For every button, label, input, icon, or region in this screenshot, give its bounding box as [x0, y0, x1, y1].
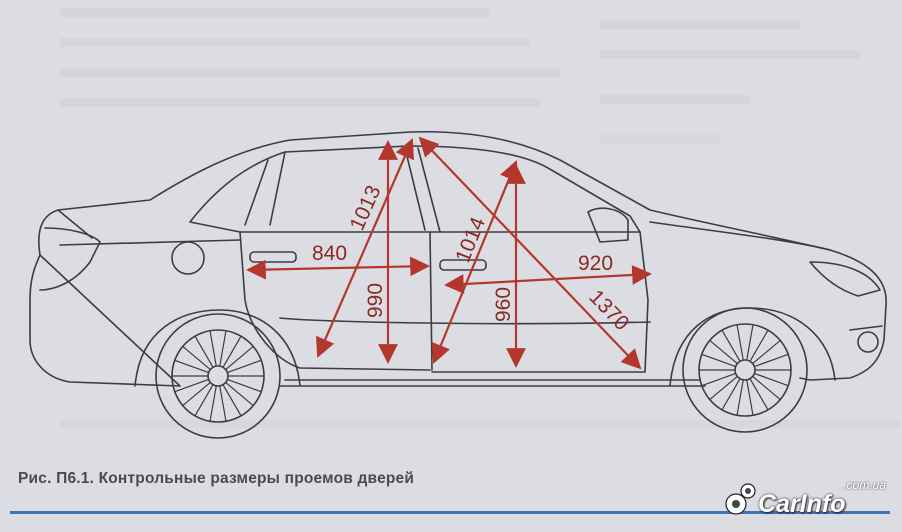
wheel-spoke — [752, 339, 781, 365]
caption-rule — [10, 511, 890, 514]
trunk-lid — [57, 209, 93, 239]
dim-label-960: 960 — [492, 287, 515, 322]
wheel-spoke — [174, 359, 209, 374]
wheel-spoke — [754, 372, 789, 387]
dim-label-840: 840 — [312, 242, 347, 265]
wheel-spoke — [749, 329, 769, 362]
fog-light — [857, 331, 879, 353]
wheel-spoke — [746, 379, 754, 416]
wheel-spoke — [701, 372, 736, 387]
gear-icon — [725, 483, 756, 515]
figure-caption: Рис. П6.1. Контрольные размеры проемов д… — [18, 470, 415, 487]
headlight — [809, 261, 881, 297]
tail-light — [39, 227, 101, 291]
watermark: .com.ua CarInfo — [718, 478, 898, 524]
dim-line-840 — [246, 256, 430, 280]
c-pillar — [244, 159, 269, 226]
wheel-spoke — [227, 359, 262, 374]
wheel-spoke — [225, 345, 254, 371]
wheel-spoke — [219, 330, 227, 367]
dimension-lines — [246, 136, 652, 370]
dim-label-990: 990 — [364, 283, 387, 318]
watermark-domain: .com.ua — [843, 478, 886, 492]
wheel-spoke — [222, 384, 242, 417]
wheel-spoke — [736, 324, 744, 361]
dim-line-1014 — [431, 160, 519, 364]
b-pillar-rear — [417, 147, 441, 233]
front-wheel-arch — [669, 307, 836, 387]
wheel-spoke — [754, 353, 789, 368]
door-seam-front — [239, 231, 431, 371]
wheel-spoke — [209, 330, 217, 367]
wheel-spoke — [225, 381, 254, 407]
wheel-spoke — [222, 335, 242, 368]
wheel-spoke — [721, 378, 741, 411]
wheel-spoke — [209, 385, 217, 422]
front-wheel-spokes — [699, 324, 791, 416]
dim-label-920: 920 — [578, 252, 613, 275]
door-seam-middle — [429, 231, 433, 371]
wheel-spoke — [174, 378, 209, 393]
wheel-spoke — [227, 378, 262, 393]
dim-label-1013: 1013 — [346, 182, 386, 234]
front-bumper — [849, 325, 883, 331]
page-texture — [60, 8, 900, 428]
hood-line — [649, 221, 831, 251]
wheel-spoke — [709, 375, 738, 401]
wheel-spoke — [752, 375, 781, 401]
front-door-handle — [249, 251, 297, 263]
beltline — [59, 239, 241, 246]
dim-line-920 — [444, 265, 652, 294]
wheel-spoke — [194, 384, 214, 417]
watermark-name: CarInfo — [758, 490, 846, 518]
rear-wheel-arch — [134, 309, 301, 387]
wheel-spoke — [182, 381, 211, 407]
wheel-spoke — [194, 335, 214, 368]
rear-wheel-spokes — [172, 330, 264, 422]
side-mirror — [587, 207, 629, 243]
wheel-spoke — [749, 378, 769, 411]
wheel-spoke — [736, 379, 744, 416]
dim-line-1370 — [418, 136, 642, 370]
wheel-spoke — [709, 339, 738, 365]
fuel-door — [171, 241, 205, 275]
wheel-spoke — [746, 324, 754, 361]
a-pillar — [269, 151, 286, 226]
wheel-spoke — [721, 329, 741, 362]
dim-label-1370: 1370 — [584, 285, 633, 335]
wheel-spoke — [182, 345, 211, 371]
wheel-spoke — [701, 353, 736, 368]
wheel-spoke — [219, 385, 227, 422]
